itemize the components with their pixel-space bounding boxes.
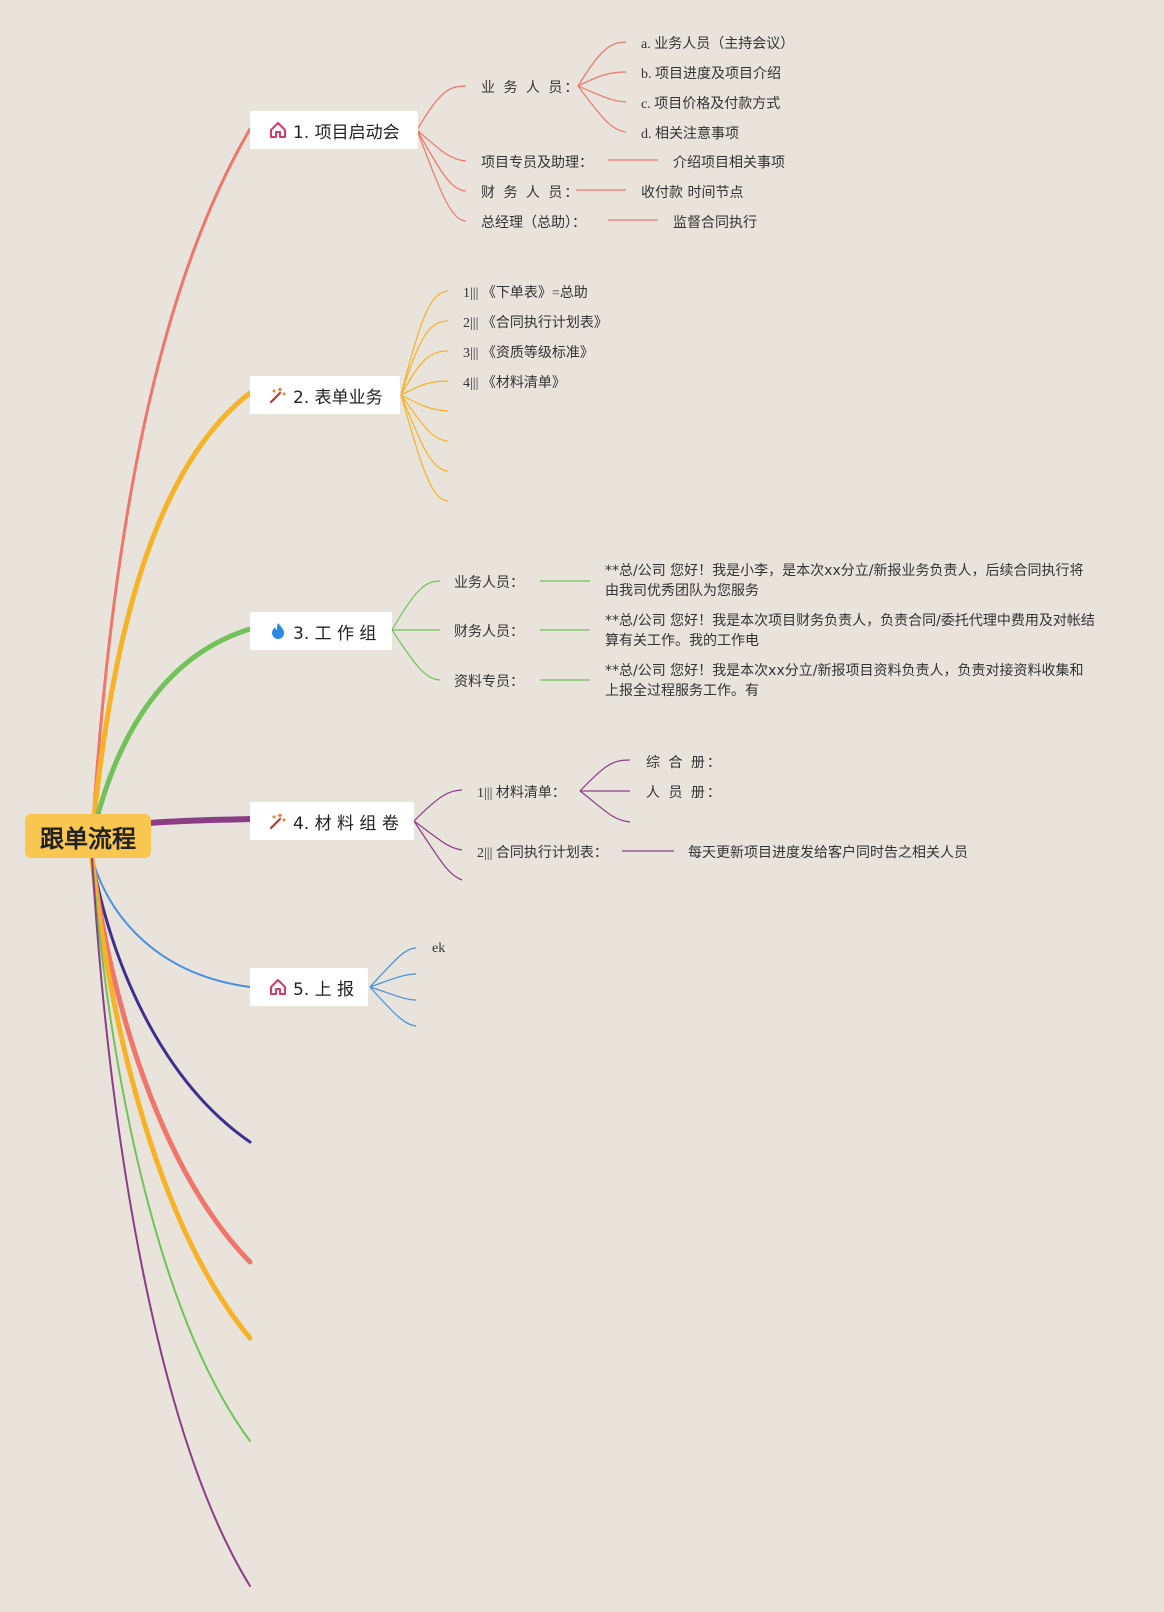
node-material-list[interactable]: 1||| 材料清单： [477,786,566,801]
branch-label: 2. 表单业务 [293,387,383,408]
node-project-specialist-value[interactable]: 介绍项目相关事项 [673,155,785,171]
node-personnel-volume[interactable]: 人 员 册： [646,785,723,801]
root-node[interactable]: 跟单流程 [25,814,151,858]
house-icon [268,120,288,140]
node-form-2[interactable]: 2||| 《合同执行计划表》 [463,316,608,331]
node-sales-item-c[interactable]: c. 项目价格及付款方式 [641,97,781,112]
house-icon [268,977,288,997]
node-form-1[interactable]: 1||| 《下单表》=总助 [463,286,588,301]
branch-node-3[interactable]: 3. 工 作 组 [250,612,392,650]
node-sales-staff[interactable]: 业 务 人 员： [481,80,581,96]
branch-label: 1. 项目启动会 [293,122,400,143]
branch-label: 5. 上 报 [293,979,355,1000]
branch-label: 3. 工 作 组 [293,623,377,644]
node-report-ek[interactable]: ek [432,941,446,956]
root-label: 跟单流程 [40,824,136,853]
node-general-manager[interactable]: 总经理（总助）： [481,215,586,231]
branch-node-1[interactable]: 1. 项目启动会 [250,111,418,149]
node-wg-sales[interactable]: 业务人员： [454,575,524,591]
branch-node-5[interactable]: 5. 上 报 [250,968,368,1006]
branch-node-4[interactable]: 4. 材 料 组 卷 [250,802,414,840]
node-sales-item-d[interactable]: d. 相关注意事项 [641,127,739,142]
node-wg-documents[interactable]: 资料专员： [454,674,524,690]
node-wg-sales-value[interactable]: **总/公司 您好！我是小李，是本次xx分立/新报业务负责人，后续合同执行将由我… [605,563,1084,599]
node-project-specialist[interactable]: 项目专员及助理： [481,155,593,171]
node-contract-plan[interactable]: 2||| 合同执行计划表： [477,846,608,861]
node-comprehensive-volume[interactable]: 综 合 册： [646,755,723,771]
node-wg-documents-value[interactable]: **总/公司 您好！我是本次xx分立/新报项目资料负责人，负责对接资料收集和上报… [605,663,1084,699]
node-form-4[interactable]: 4||| 《材料清单》 [463,376,566,391]
magic-wand-icon [268,811,288,831]
node-finance-staff[interactable]: 财 务 人 员： [481,185,581,201]
node-sales-item-a[interactable]: a. 业务人员（主持会议） [641,37,795,52]
node-general-manager-value[interactable]: 监督合同执行 [673,215,757,231]
flame-icon [268,621,288,641]
node-sales-item-b[interactable]: b. 项目进度及项目介绍 [641,67,781,82]
node-form-3[interactable]: 3||| 《资质等级标准》 [463,346,594,361]
branch-label: 4. 材 料 组 卷 [293,813,399,834]
node-contract-plan-value[interactable]: 每天更新项目进度发给客户同时告之相关人员 [688,845,968,861]
node-wg-finance-value[interactable]: **总/公司 您好！我是本次项目财务负责人，负责合同/委托代理中费用及对帐结算有… [605,613,1095,649]
branch-node-2[interactable]: 2. 表单业务 [250,376,400,414]
magic-wand-icon [268,385,288,405]
node-finance-staff-value[interactable]: 收付款 时间节点 [641,185,744,201]
node-wg-finance[interactable]: 财务人员： [454,624,524,640]
